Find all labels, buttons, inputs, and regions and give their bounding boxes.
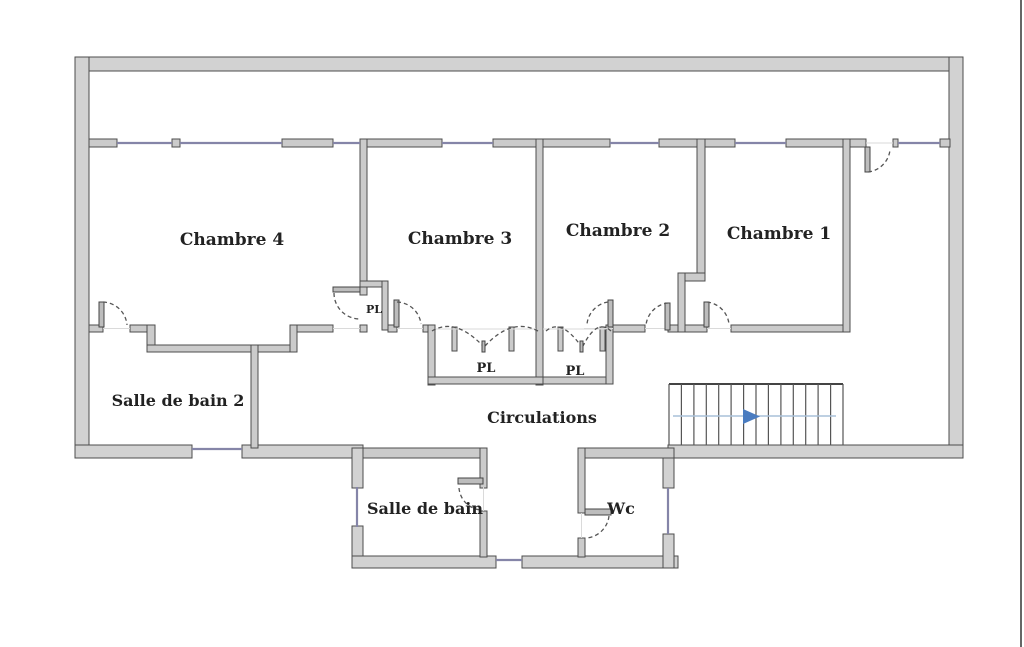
room-label-wc: Wc — [606, 499, 635, 518]
windows — [117, 141, 940, 562]
outer-walls — [74, 56, 964, 569]
door-leaf-sdb2 — [98, 301, 105, 328]
door-arc-top-right — [867, 149, 891, 173]
closet-doors — [431, 325, 612, 353]
closet-label-pl-left: PL — [477, 361, 496, 376]
room-labels: Chambre 4 Chambre 3 Chambre 2 Chambre 1 … — [112, 221, 832, 518]
staircase — [668, 383, 844, 445]
door-leaf-chambre2 — [607, 299, 614, 328]
inner-walls — [88, 138, 951, 558]
door-leaf-wc — [584, 508, 612, 516]
door-leaf-chambre2b — [664, 302, 671, 331]
room-label-chambre-3: Chambre 3 — [408, 229, 512, 249]
door-arc-chambre1 — [706, 301, 730, 325]
opening-guides — [103, 142, 893, 538]
door-leaf-chambre3 — [393, 299, 400, 328]
door-arc-chambre3 — [396, 301, 422, 325]
door-leaf-top-right — [864, 146, 871, 173]
door-arc-sdb2 — [102, 301, 128, 326]
door-arc-salle-de-bain — [458, 487, 482, 511]
room-label-chambre-4: Chambre 4 — [180, 230, 284, 250]
door-leaf-salle-de-bain — [457, 477, 484, 485]
room-label-chambre-1: Chambre 1 — [727, 224, 831, 244]
stair-direction-arrow-icon — [743, 409, 760, 424]
door-arc-chambre4 — [333, 292, 360, 320]
room-label-circulations: Circulations — [487, 408, 597, 427]
room-label-salle-de-bain: Salle de bain — [367, 499, 483, 518]
doors — [98, 146, 891, 539]
door-leaf-chambre1 — [703, 301, 710, 328]
room-label-salle-de-bain-2: Salle de bain 2 — [112, 391, 245, 410]
room-label-chambre-2: Chambre 2 — [566, 221, 670, 241]
closet-label-pl-chambre4: PL — [366, 303, 382, 316]
door-arc-chambre2 — [586, 301, 609, 325]
door-leaf-chambre4 — [332, 286, 361, 293]
door-arc-chambre2b — [645, 302, 669, 326]
door-arc-wc — [586, 515, 610, 539]
closet-label-pl-right: PL — [566, 364, 585, 379]
